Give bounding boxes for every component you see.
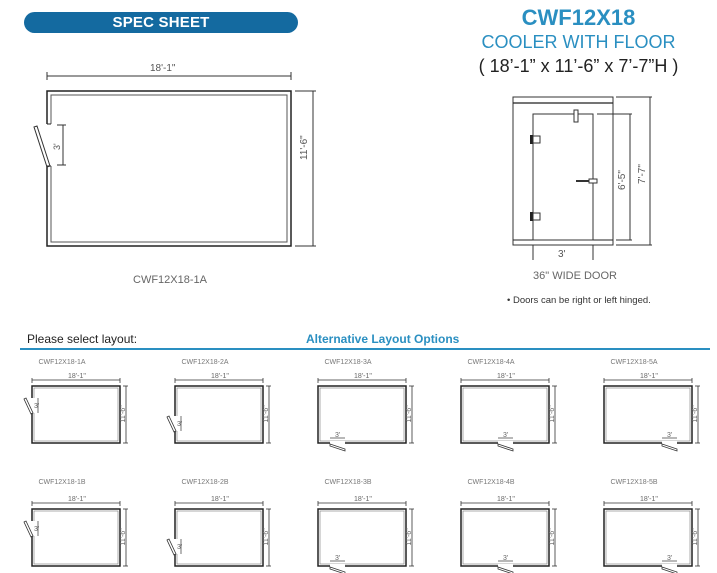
svg-text:18'-1": 18'-1" [211, 373, 229, 380]
layout-thumbnail: 18'-1" 11'-6" 3' [317, 496, 414, 573]
select-layout-label: Please select layout: [27, 332, 138, 346]
layout-thumbnail: 18'-1" 11'-6" 3' [23, 373, 128, 444]
layout-option-cwf12x18-2a[interactable]: CWF12X18-2A 18'-1" 11'-6" 3' [160, 358, 275, 453]
hinge-note-text: Doors can be right or left hinged. [512, 295, 651, 306]
door-width-label: 3' [558, 249, 566, 260]
floor-width-label: 18'-1" [150, 63, 176, 74]
svg-text:11'-6": 11'-6" [692, 405, 699, 423]
svg-text:3': 3' [335, 432, 340, 439]
svg-text:3': 3' [34, 403, 39, 410]
layout-code: CWF12X18-5A [610, 359, 658, 366]
model-title: CWF12X18 [521, 5, 636, 30]
floor-door-label: 3' [52, 143, 62, 150]
svg-text:3': 3' [335, 555, 340, 562]
svg-text:18'-1": 18'-1" [68, 496, 86, 503]
svg-text:11'-6": 11'-6" [406, 405, 413, 423]
layout-code: CWF12X18-3A [324, 359, 372, 366]
svg-text:3': 3' [34, 526, 39, 533]
svg-text:11'-6": 11'-6" [692, 528, 699, 546]
svg-text:18'-1": 18'-1" [354, 496, 372, 503]
svg-text:18'-1": 18'-1" [354, 373, 372, 380]
floor-plan-drawing [33, 72, 316, 247]
alt-layout-heading: Alternative Layout Options [306, 332, 460, 346]
layout-thumbnail: 18'-1" 11'-6" 3' [166, 373, 271, 444]
model-subtitle: COOLER WITH FLOOR [481, 32, 676, 52]
svg-text:3': 3' [503, 432, 508, 439]
svg-text:18'-1": 18'-1" [497, 496, 515, 503]
model-dimensions: ( 18’-1” x 11’-6” x 7’-7”H ) [478, 56, 679, 76]
svg-text:11'-6": 11'-6" [549, 405, 556, 423]
layout-option-cwf12x18-1a[interactable]: CWF12X18-1A 18'-1" 11'-6" 3' [17, 358, 132, 453]
layout-option-cwf12x18-1b[interactable]: CWF12X18-1B 18'-1" 11'-6" 3' [17, 478, 132, 573]
svg-text:18'-1": 18'-1" [211, 496, 229, 503]
layout-thumbnail: 18'-1" 11'-6" 3' [317, 373, 414, 452]
total-height-label: 7'-7" [637, 164, 648, 184]
svg-text:3': 3' [177, 544, 182, 551]
svg-text:3': 3' [177, 421, 182, 428]
layout-option-cwf12x18-5b[interactable]: CWF12X18-5B 18'-1" 11'-6" 3' [589, 478, 704, 573]
svg-text:11'-6": 11'-6" [406, 528, 413, 546]
svg-text:11'-6": 11'-6" [120, 528, 127, 546]
layout-option-cwf12x18-5a[interactable]: CWF12X18-5A 18'-1" 11'-6" 3' [589, 358, 704, 453]
door-caption: 36" WIDE DOOR [533, 270, 617, 282]
layout-thumbnail: 18'-1" 11'-6" 3' [460, 373, 557, 452]
svg-text:18'-1": 18'-1" [640, 496, 658, 503]
layout-code: CWF12X18-4A [467, 359, 515, 366]
door-elevation-drawing [512, 96, 652, 260]
svg-text:3': 3' [667, 432, 672, 439]
bullet-icon: • [507, 295, 511, 306]
svg-text:11'-6": 11'-6" [263, 528, 270, 546]
floor-depth-label: 11'-6" [299, 135, 310, 160]
layout-option-cwf12x18-3a[interactable]: CWF12X18-3A 18'-1" 11'-6" 3' [303, 358, 418, 453]
layout-code: CWF12X18-5B [610, 479, 658, 486]
layout-thumbnail: 18'-1" 11'-6" 3' [23, 496, 128, 567]
layout-thumbnail: 18'-1" 11'-6" 3' [166, 496, 271, 567]
svg-text:3': 3' [503, 555, 508, 562]
spec-sheet-badge: SPEC SHEET [24, 12, 298, 33]
layout-code: CWF12X18-2B [181, 479, 229, 486]
layout-thumbnail: 18'-1" 11'-6" 3' [603, 373, 700, 452]
layout-option-cwf12x18-4a[interactable]: CWF12X18-4A 18'-1" 11'-6" 3' [446, 358, 561, 453]
svg-text:11'-6": 11'-6" [549, 528, 556, 546]
layout-code: CWF12X18-2A [181, 359, 229, 366]
svg-text:3': 3' [667, 555, 672, 562]
svg-text:18'-1": 18'-1" [497, 373, 515, 380]
layout-code: CWF12X18-1A [38, 359, 86, 366]
hinge-note: • Doors can be right or left hinged. [507, 295, 651, 306]
section-divider [20, 348, 710, 350]
layout-option-cwf12x18-2b[interactable]: CWF12X18-2B 18'-1" 11'-6" 3' [160, 478, 275, 573]
floor-plan-caption: CWF12X18-1A [133, 274, 207, 286]
layout-option-cwf12x18-3b[interactable]: CWF12X18-3B 18'-1" 11'-6" 3' [303, 478, 418, 573]
svg-text:18'-1": 18'-1" [640, 373, 658, 380]
layout-code: CWF12X18-1B [38, 479, 86, 486]
layout-code: CWF12X18-4B [467, 479, 515, 486]
svg-text:18'-1": 18'-1" [68, 373, 86, 380]
door-height-label: 6'-5" [617, 170, 628, 190]
layout-option-cwf12x18-4b[interactable]: CWF12X18-4B 18'-1" 11'-6" 3' [446, 478, 561, 573]
svg-text:11'-6": 11'-6" [263, 405, 270, 423]
layout-thumbnail: 18'-1" 11'-6" 3' [603, 496, 700, 573]
layout-thumbnail: 18'-1" 11'-6" 3' [460, 496, 557, 573]
svg-text:11'-6": 11'-6" [120, 405, 127, 423]
layout-code: CWF12X18-3B [324, 479, 372, 486]
